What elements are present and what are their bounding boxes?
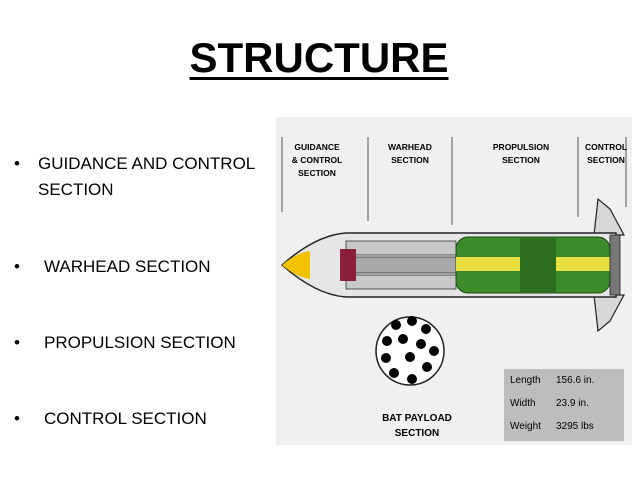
slide-title: STRUCTURE: [189, 34, 449, 81]
submunition: [407, 374, 417, 384]
submunition: [382, 336, 392, 346]
spec-value: 156.6 in.: [556, 375, 595, 386]
submunition: [405, 352, 415, 362]
spec-key: Length: [510, 375, 541, 386]
spec-value: 3295 lbs: [556, 421, 594, 432]
spec-row-weight: Weight 3295 lbs: [510, 417, 622, 439]
bullet-dot: •: [14, 333, 20, 352]
section-label-control: CONTROL SECTION: [584, 142, 628, 165]
nose-cone: [282, 251, 310, 279]
section-label-warhead: WARHEAD SECTION: [388, 142, 432, 165]
fin-bottom: [593, 294, 626, 333]
propulsion-divider: [520, 237, 556, 293]
missile-diagram: GUIDANCE & CONTROL SECTION WARHEAD SECTI…: [276, 117, 632, 445]
fin-top: [593, 197, 626, 236]
submunition: [421, 324, 431, 334]
bullet-text: WARHEAD SECTION: [44, 257, 211, 276]
submunition: [389, 368, 399, 378]
submunition: [422, 362, 432, 372]
control-actuator: [609, 234, 621, 296]
bullet-dot: •: [14, 409, 20, 428]
spec-row-length: Length 156.6 in.: [510, 371, 622, 393]
bullet-text: CONTROL SECTION: [44, 409, 207, 428]
internal-tube: [345, 240, 457, 256]
submunition: [381, 353, 391, 363]
spec-key: Weight: [510, 421, 541, 432]
bullet-text: GUIDANCE AND CONTROL SECTION: [38, 154, 255, 199]
internal-tube: [345, 256, 457, 274]
submunition: [398, 334, 408, 344]
section-label-propulsion: PROPULSION SECTION: [492, 142, 550, 165]
internal-tube: [345, 274, 457, 290]
submunition: [407, 316, 417, 326]
submunition: [429, 346, 439, 356]
specs-table: Length 156.6 in. Width 23.9 in. Weight 3…: [504, 369, 624, 441]
spec-value: 23.9 in.: [556, 398, 589, 409]
submunition: [416, 339, 426, 349]
payload-submunitions: [381, 316, 439, 384]
bullet-dot: •: [14, 257, 20, 276]
bullet-dot: •: [14, 154, 20, 173]
missile-drawing: [280, 137, 627, 386]
section-label-guidance: GUIDANCE & CONTROL SECTION: [291, 142, 343, 178]
spec-row-width: Width 23.9 in.: [510, 394, 622, 416]
submunition: [391, 320, 401, 330]
guidance-block: [340, 249, 356, 281]
payload-label: BAT PAYLOAD SECTION: [382, 413, 452, 439]
spec-key: Width: [510, 398, 536, 409]
bullet-text: PROPULSION SECTION: [44, 333, 236, 352]
